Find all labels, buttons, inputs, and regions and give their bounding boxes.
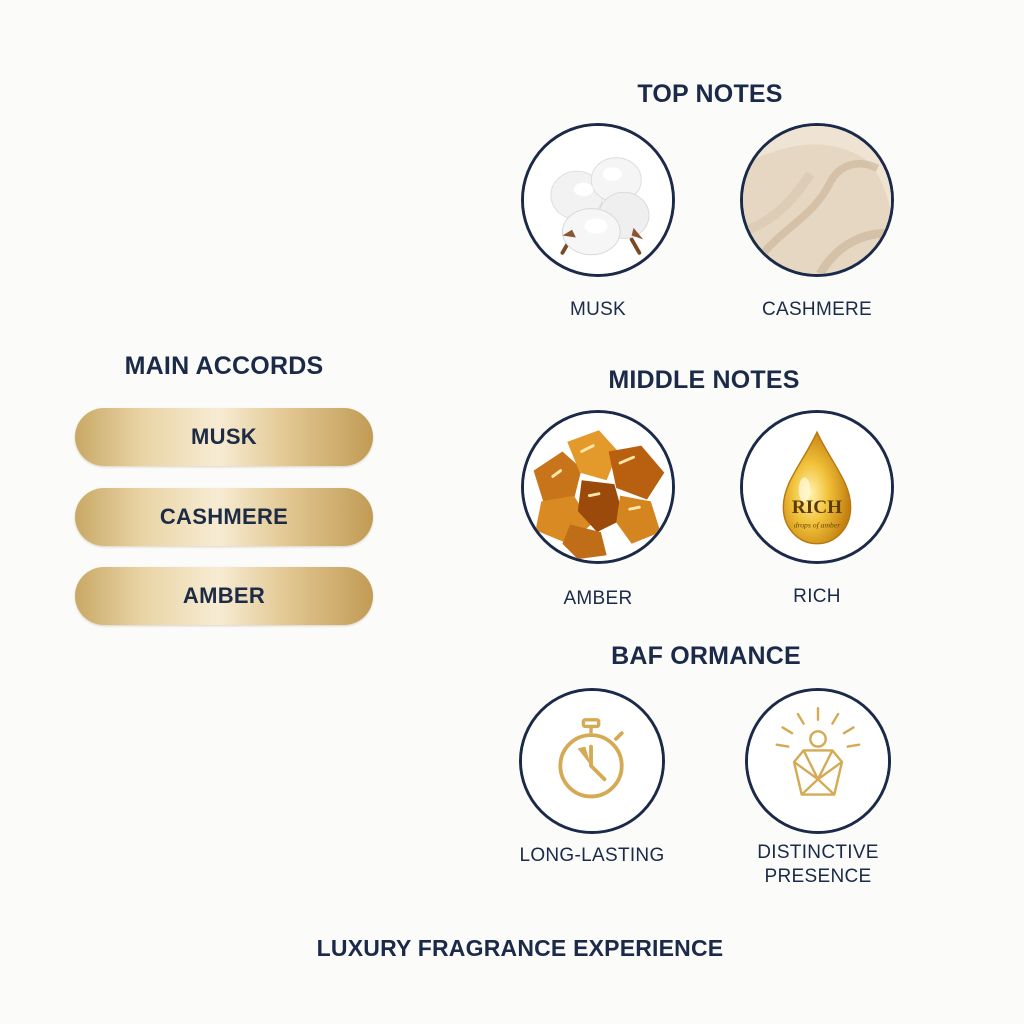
middle-notes-title: MIDDLE NOTES: [608, 366, 800, 394]
performance-label-long-lasting: LONG-LASTING: [519, 845, 665, 866]
accord-pill-cashmere: CASHMERE: [75, 488, 373, 546]
accord-pill-musk: MUSK: [75, 408, 373, 466]
accord-label: CASHMERE: [159, 504, 289, 529]
label-line-1: DISTINCTIVE: [757, 842, 879, 863]
accord-label: MUSK: [191, 424, 257, 449]
accord-pill-amber: AMBER: [75, 567, 373, 625]
middle-note-label-amber: AMBER: [563, 588, 633, 609]
cashmere-fabric-icon: [740, 123, 894, 277]
accord-label: AMBER: [182, 583, 266, 608]
footer-tagline: LUXURY FRAGRANCE EXPERIENCE: [316, 935, 724, 961]
top-notes-title: TOP NOTES: [637, 80, 783, 108]
radiant-figure-icon: [745, 688, 891, 834]
stopwatch-icon: [519, 688, 665, 834]
performance-label-distinctive-presence: DISTINCTIVE PRESENCE: [730, 841, 906, 889]
drop-text: RICH: [792, 497, 842, 518]
main-accords-title: MAIN ACCORDS: [124, 352, 324, 380]
cotton-boll-icon: [521, 123, 675, 277]
label-line-2: PRESENCE: [764, 866, 872, 887]
performance-title: BAF ORMANCE: [611, 642, 801, 670]
middle-note-label-rich: RICH: [793, 586, 841, 607]
top-note-label-cashmere: CASHMERE: [761, 299, 873, 320]
top-note-label-musk: MUSK: [569, 299, 627, 320]
oil-drop-icon: RICH drops of amber: [740, 410, 894, 564]
amber-crystals-icon: [521, 410, 675, 564]
drop-subtext: drops of amber: [794, 520, 842, 529]
